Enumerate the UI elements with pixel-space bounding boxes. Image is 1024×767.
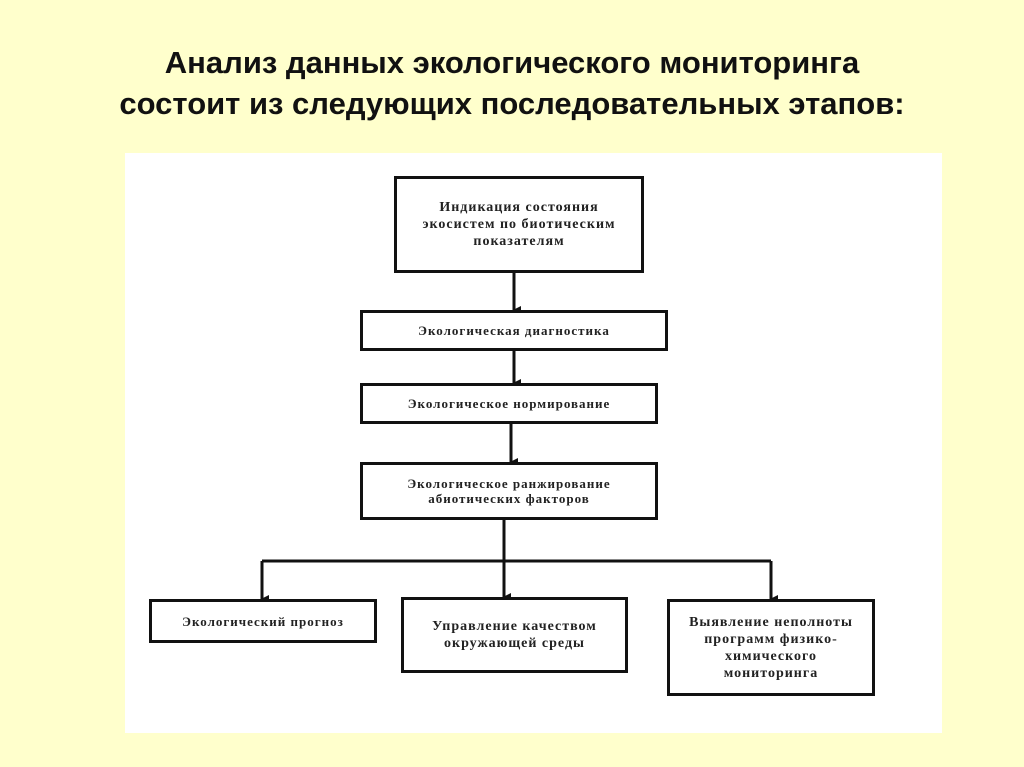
slide-title-line-1: Анализ данных экологического мониторинга bbox=[164, 45, 860, 80]
flowchart-panel: Индикация состояния экосистем по биотиче… bbox=[125, 153, 942, 733]
node-incompleteness: Выявление неполноты программ физико-хими… bbox=[667, 599, 875, 696]
flowchart-connectors bbox=[260, 273, 778, 603]
slide-title: Анализ данных экологического мониторинга… bbox=[0, 42, 1024, 124]
node-indication: Индикация состояния экосистем по биотиче… bbox=[394, 176, 644, 273]
node-ranking: Экологическое ранжирование абиотических … bbox=[360, 462, 658, 520]
node-forecast: Экологический прогноз bbox=[149, 599, 377, 643]
node-diagnostics: Экологическая диагностика bbox=[360, 310, 668, 351]
slide-title-line-2: состоит из следующих последовательных эт… bbox=[119, 86, 905, 121]
node-normalization: Экологическое нормирование bbox=[360, 383, 658, 424]
node-quality-management: Управление качеством окружающей среды bbox=[401, 597, 628, 673]
